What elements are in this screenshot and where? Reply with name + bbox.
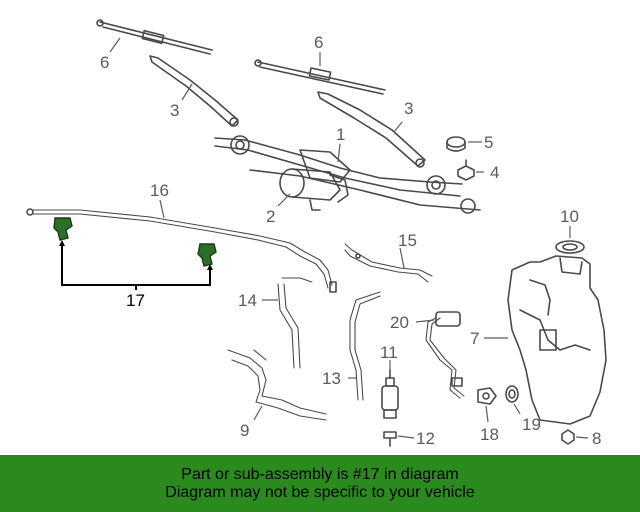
callout-8: 8	[592, 429, 601, 448]
screw-12	[383, 431, 397, 447]
callout-17: 17	[126, 291, 145, 310]
wiper-linkage	[214, 135, 481, 214]
washer-reservoir	[507, 255, 607, 425]
callout-7: 7	[470, 329, 479, 348]
washer-pump	[381, 369, 399, 419]
callout-4: 4	[490, 163, 499, 182]
callout-1: 1	[336, 125, 345, 144]
hose-13	[349, 291, 381, 401]
footer-line-2: Diagram may not be specific to your vehi…	[165, 483, 475, 501]
callout-6b: 6	[314, 33, 323, 52]
callout-18: 18	[480, 425, 499, 444]
wiper-motor	[279, 168, 349, 211]
washer-nozzle-highlighted	[53, 217, 217, 267]
callout-3a: 3	[170, 101, 179, 120]
wiring-harness-20	[425, 311, 465, 399]
callout-11: 11	[380, 343, 398, 362]
footer-line-1: Part or sub-assembly is #17 in diagram	[181, 465, 459, 483]
callout-9: 9	[240, 421, 249, 440]
parts-diagram: 6 3 6 3 1 5 4 2 16 10 15 14 20 7 11 13 9…	[26, 19, 607, 448]
callout-3b: 3	[404, 99, 413, 118]
callout-20: 20	[390, 313, 409, 332]
cap-nut-5	[446, 136, 466, 152]
callout-15: 15	[398, 231, 417, 250]
callout-6a: 6	[100, 53, 109, 72]
callout-5: 5	[484, 133, 493, 152]
bolt-8	[561, 429, 575, 445]
callout-16: 16	[150, 181, 169, 200]
washer-hose-16	[26, 208, 337, 293]
hose-9	[227, 349, 327, 421]
reservoir-cap	[555, 240, 585, 254]
callout-10: 10	[560, 207, 579, 226]
wiper-blade-right	[254, 59, 386, 95]
hose-14	[277, 277, 313, 369]
callout-14: 14	[238, 291, 257, 310]
hex-nut-4	[457, 159, 475, 181]
callout-12: 12	[416, 429, 435, 448]
callout-13: 13	[322, 369, 341, 388]
hose-15	[344, 243, 433, 283]
grommet-19	[505, 385, 519, 403]
wiper-blade-left	[96, 19, 213, 55]
callout-19: 19	[522, 415, 541, 434]
leader-lines	[59, 37, 589, 439]
wiper-arm-right	[317, 91, 426, 168]
level-sensor-18	[477, 387, 497, 405]
footer-banner: Part or sub-assembly is #17 in diagram D…	[0, 455, 640, 512]
wiper-arm-left	[149, 55, 239, 127]
callout-2: 2	[266, 207, 275, 226]
